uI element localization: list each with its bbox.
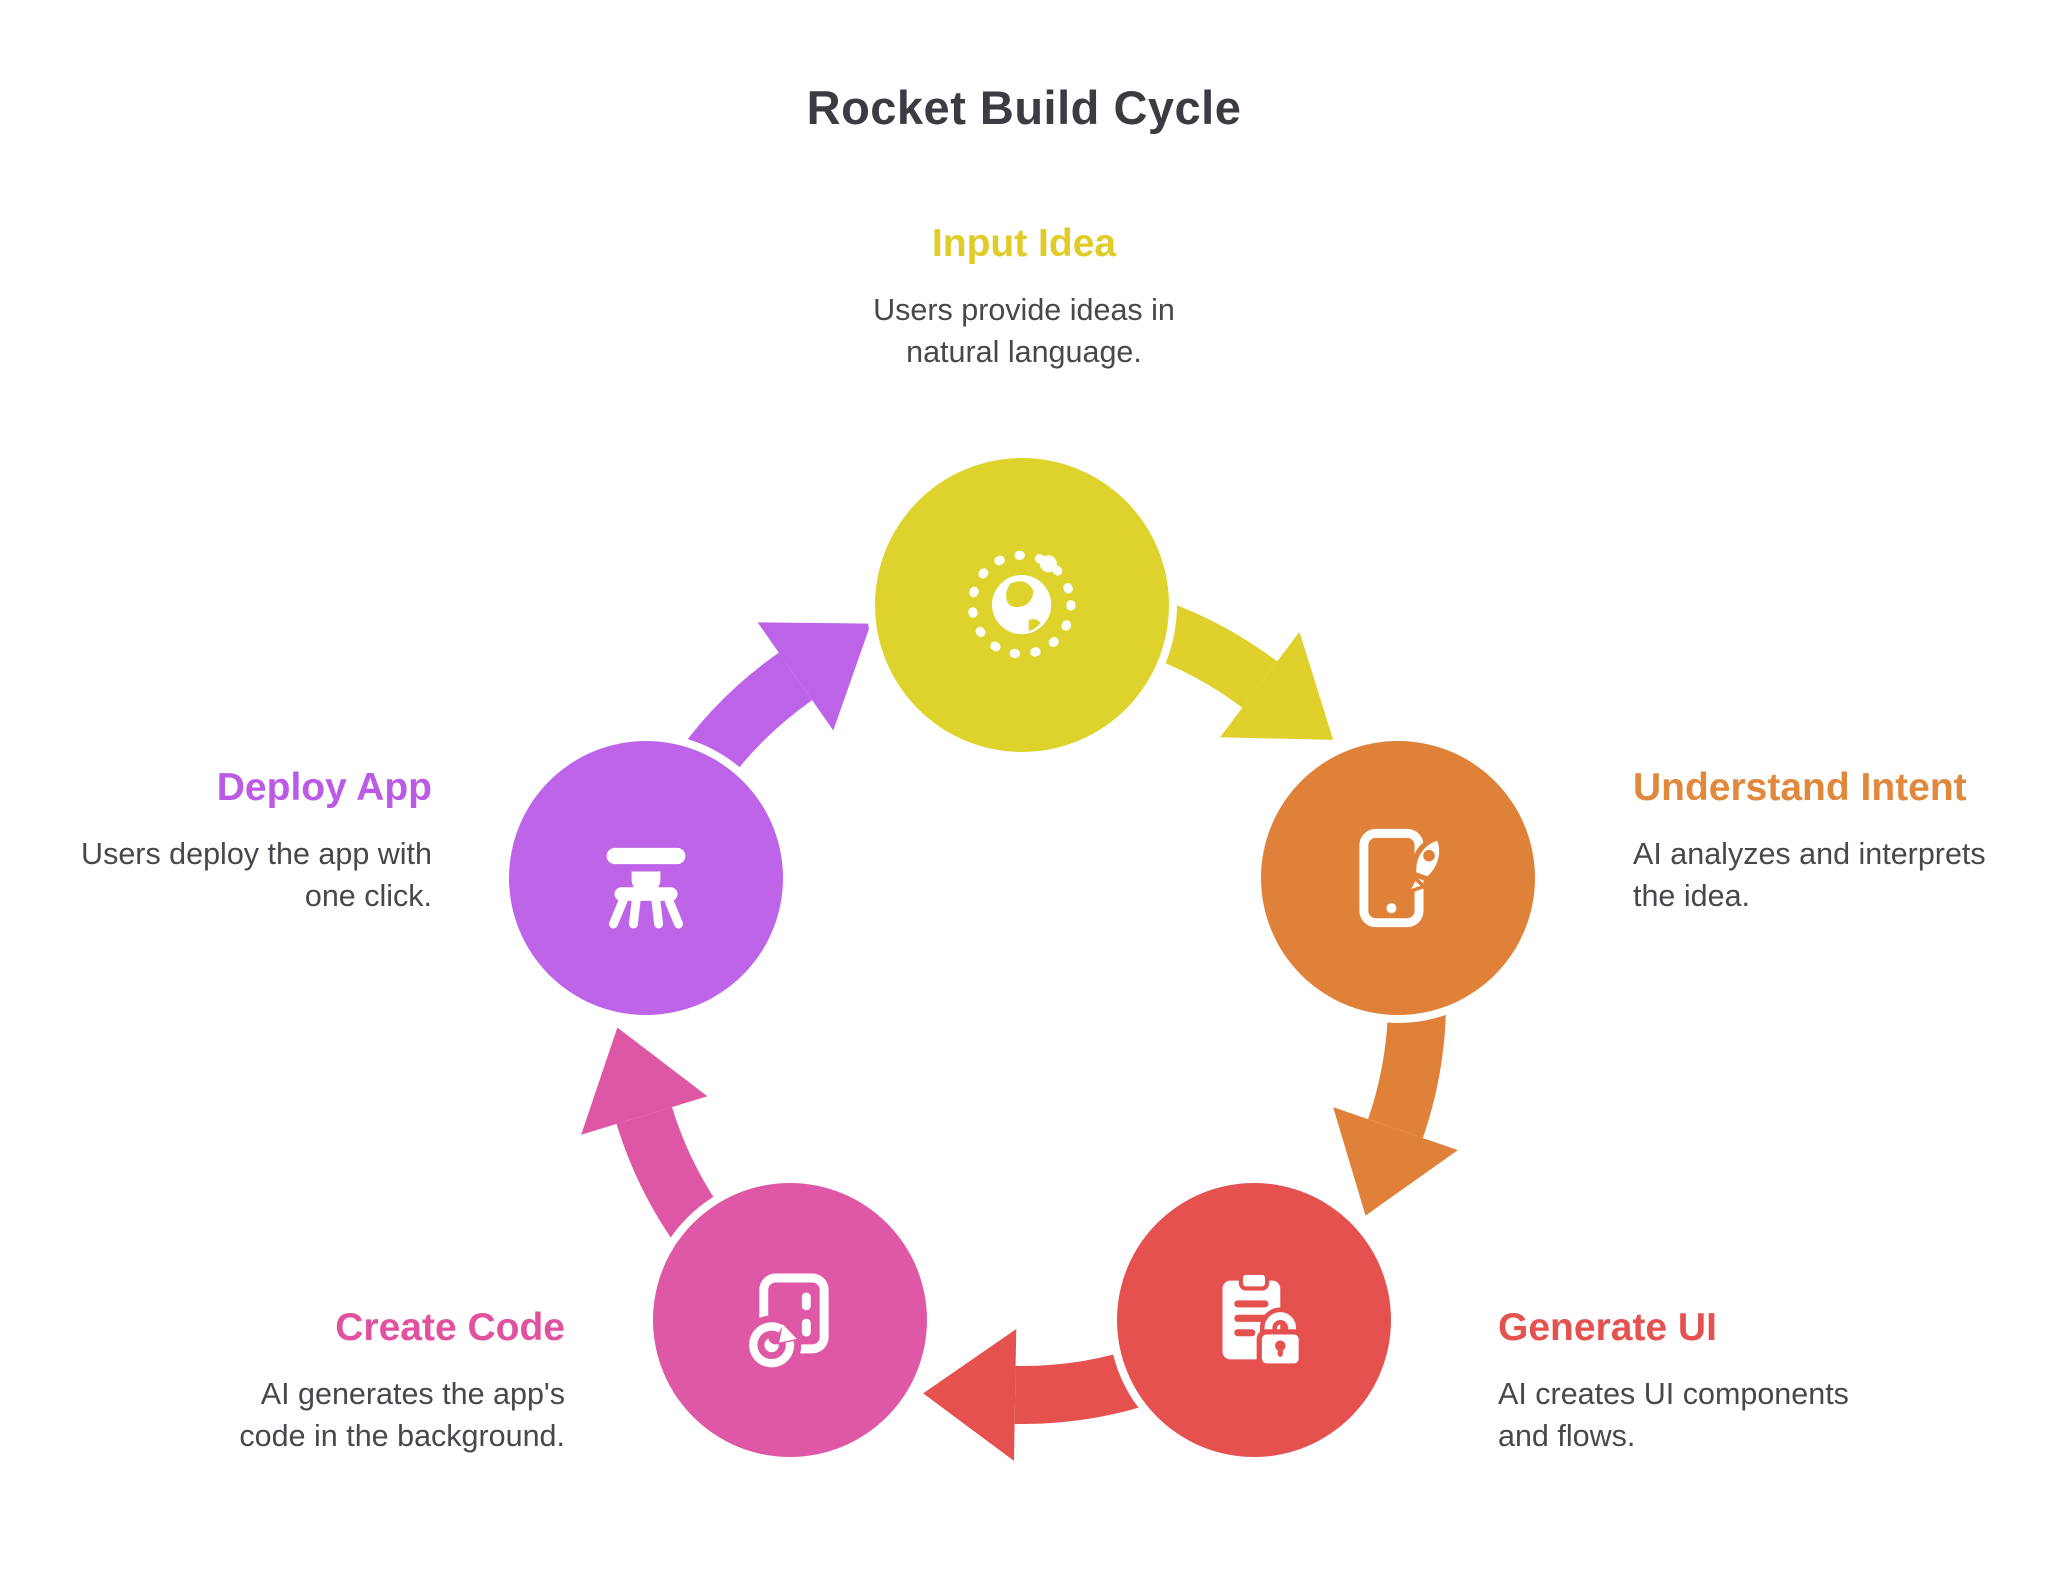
rocket-phone-icon [1359, 828, 1445, 928]
node-text-create-code: Create Code AI generates the app's code … [105, 1306, 565, 1457]
node-label-create-code: Create Code [335, 1306, 565, 1349]
arrowhead-input-idea-to-understand-intent [1219, 631, 1334, 740]
arrowhead-understand-intent-to-generate-ui [1333, 1107, 1458, 1216]
node-text-deploy-app: Deploy App Users deploy the app with one… [12, 766, 432, 917]
node-label-generate-ui: Generate UI [1498, 1306, 1717, 1349]
window-refresh-icon [742, 1273, 829, 1375]
globe-dotted-icon [968, 551, 1076, 659]
node-description-generate-ui: AI creates UI components and flows. [1498, 1376, 1849, 1454]
node-text-input-idea: Input Idea Users provide ideas in natura… [0, 222, 2048, 373]
node-text-generate-ui: Generate UI AI creates UI components and… [1498, 1306, 1938, 1457]
node-label-deploy-app: Deploy App [216, 766, 432, 809]
table-icon [606, 847, 686, 929]
node-circle-input-idea [875, 458, 1169, 752]
node-label-input-idea: Input Idea [931, 222, 1117, 265]
arrowhead-create-code-to-deploy-app [581, 1027, 708, 1135]
node-circle-create-code [653, 1183, 927, 1457]
diagram-title: Rocket Build Cycle [806, 81, 1242, 134]
node-description-deploy-app: Users deploy the app with one click. [81, 836, 432, 914]
node-text-understand-intent: Understand Intent AI analyzes and interp… [1633, 766, 2033, 917]
node-circle-understand-intent [1261, 741, 1535, 1015]
node-circle-generate-ui [1117, 1183, 1391, 1457]
node-description-input-idea: Users provide ideas in natural language. [873, 292, 1175, 370]
clipboard-lock-icon [1222, 1270, 1304, 1369]
arrowhead-deploy-app-to-input-idea [757, 622, 871, 731]
arrowhead-generate-ui-to-create-code [923, 1328, 1017, 1461]
node-description-understand-intent: AI analyzes and interprets the idea. [1633, 836, 1986, 914]
node-label-understand-intent: Understand Intent [1633, 766, 1967, 809]
node-description-create-code: AI generates the app's code in the backg… [239, 1376, 565, 1454]
node-circle-deploy-app [509, 741, 783, 1015]
